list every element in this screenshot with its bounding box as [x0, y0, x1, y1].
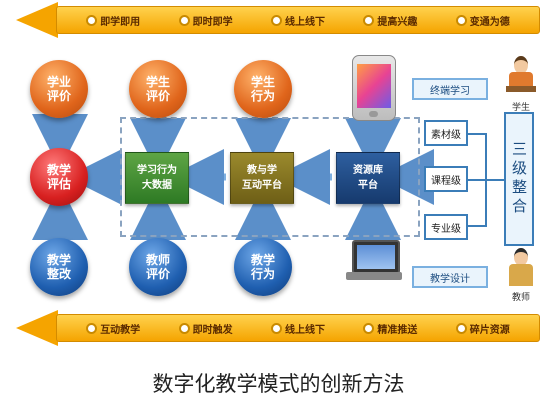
circle-teaching-rectify: 教学 整改 — [30, 238, 88, 296]
circle-academic-eval: 学业 评价 — [30, 60, 88, 118]
circle-teacher-eval: 教师 评价 — [129, 238, 187, 296]
box-interaction-platform: 教与学 互动平台 — [230, 152, 294, 204]
circle-student-behavior: 学生 行为 — [234, 60, 292, 118]
bracket-lines — [468, 133, 504, 227]
bottom-banner-item: 互动教学 — [86, 321, 140, 336]
bottom-arrowhead — [16, 310, 58, 346]
three-level-integration: 三级整合 — [504, 112, 534, 246]
bottom-banner-item: 碎片资源 — [455, 321, 510, 336]
bottom-banner-item: 精准推送 — [363, 321, 417, 336]
laptop-icon — [346, 240, 402, 282]
teacher-label: 教师 — [511, 293, 530, 303]
teaching-design-label: 教学设计 — [412, 266, 488, 288]
terminal-learning-label: 终端学习 — [412, 78, 488, 100]
level-course: 课程级 — [424, 166, 468, 192]
top-banner-arrow: 即学即用 即时即学 线上线下 提高兴趣 变通为德 — [16, 2, 540, 40]
top-banner-item: 即学即用 — [86, 13, 140, 28]
bottom-banner-arrow: 互动教学 即时触发 线上线下 精准推送 碎片资源 — [16, 310, 540, 348]
smartphone-icon — [352, 55, 396, 121]
diagram-caption: 数字化教学模式的创新方法 — [152, 372, 405, 396]
bottom-banner-item: 线上线下 — [270, 321, 325, 336]
circle-teaching-assessment: 教学 评估 — [30, 148, 88, 206]
box-learning-big-data: 学习行为 大数据 — [125, 152, 189, 204]
top-banner-item: 提高兴趣 — [363, 13, 417, 28]
bottom-banner-item: 即时触发 — [178, 321, 233, 336]
teacher-figure-icon — [506, 248, 536, 288]
student-label: 学生 — [511, 103, 530, 113]
box-resource-platform: 资源库 平台 — [336, 152, 400, 204]
student-figure-icon — [506, 56, 536, 98]
circle-teaching-behavior: 教学 行为 — [234, 238, 292, 296]
level-major: 专业级 — [424, 214, 468, 240]
top-banner-item: 变通为德 — [455, 13, 510, 28]
level-material: 素材级 — [424, 120, 468, 146]
top-banner-bar: 即学即用 即时即学 线上线下 提高兴趣 变通为德 — [56, 6, 540, 34]
top-arrowhead — [16, 2, 58, 38]
platform-frame — [120, 117, 420, 237]
circle-student-eval: 学生 评价 — [129, 60, 187, 118]
bottom-banner-bar: 互动教学 即时触发 线上线下 精准推送 碎片资源 — [56, 314, 540, 342]
top-banner-item: 即时即学 — [178, 13, 233, 28]
top-banner-item: 线上线下 — [270, 13, 325, 28]
